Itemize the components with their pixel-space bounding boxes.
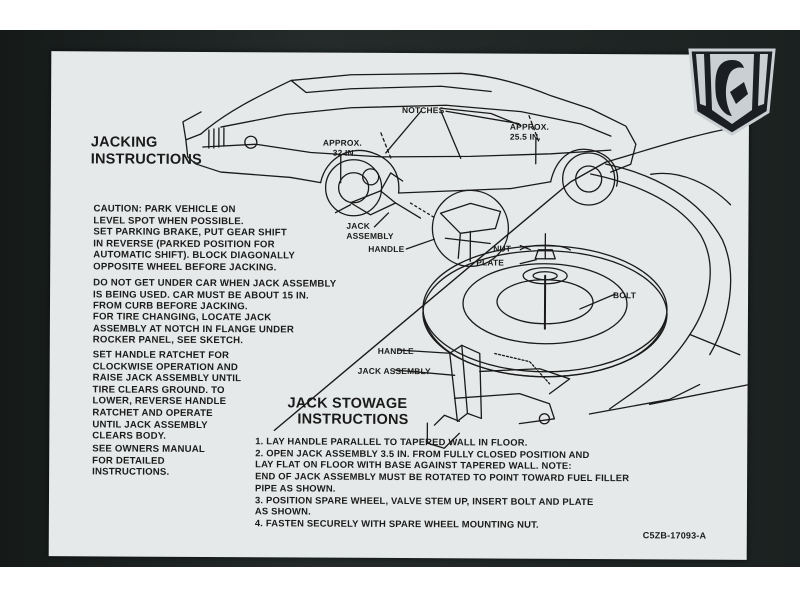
- jacking-text-line: SET PARKING BRAKE, PUT GEAR SHIFT: [93, 226, 287, 239]
- label-car-jack-2: ASSEMBLY: [346, 230, 394, 241]
- jacking-text-line: CAUTION: PARK VEHICLE ON: [93, 203, 236, 216]
- line-drawing: [182, 72, 750, 449]
- label-stow-handle: HANDLE: [377, 345, 414, 357]
- jacking-title-line2: INSTRUCTIONS: [90, 151, 202, 168]
- jacking-text-line: RATCHET AND OPERATE: [92, 407, 213, 420]
- label-car-handle: HANDLE: [368, 243, 405, 255]
- jacking-text-line: FOR TIRE CHANGING, LOCATE JACK: [92, 311, 272, 324]
- trunk-sketch: [588, 163, 749, 415]
- label-approx-front-1: APPROX.: [322, 137, 362, 148]
- jack-under-car: [334, 168, 422, 219]
- label-bolt: BOLT: [613, 290, 637, 301]
- jacking-text-line: RAISE JACK ASSEMBLY UNTIL: [92, 372, 242, 385]
- stowed-jack-sketch: [426, 344, 571, 449]
- jacking-text-line: OPPOSITE WHEEL BEFORE JACKING.: [93, 261, 277, 274]
- jacking-text-line: ASSEMBLY AT NOTCH IN FLANGE UNDER: [92, 322, 295, 336]
- jacking-text-line: IN REVERSE (PARKED POSITION FOR: [93, 238, 275, 251]
- jacking-text-line: INSTRUCTIONS.: [92, 466, 170, 478]
- jacking-text-line: LOWER, REVERSE HANDLE: [92, 395, 227, 408]
- jacking-text-line: AUTOMATIC SHIFT). BLOCK DIAGONALLY: [93, 249, 295, 262]
- notch-detail-sketch: [409, 189, 510, 268]
- label-approx-rear-2: 25.5 IN.: [509, 131, 541, 142]
- jacking-text-line: SET HANDLE RATCHET FOR: [92, 349, 230, 362]
- stowage-steps: 1. LAY HANDLE PARALLEL TO TAPERED WALL I…: [255, 435, 630, 531]
- jacking-text-line: LEVEL SPOT WHEN POSSIBLE.: [93, 214, 244, 227]
- label-notches: NOTCHES: [401, 105, 445, 116]
- part-number: C5ZB-17093-A: [642, 530, 707, 541]
- label-nut: NUT: [493, 243, 512, 254]
- jacking-instructions-decal: JACKING INSTRUCTIONS CAUTION: PARK VEHIC…: [48, 51, 750, 560]
- spare-wheel-sketch: [422, 233, 668, 378]
- stowage-title-line2: INSTRUCTIONS: [297, 411, 409, 429]
- stowage-title-line1: JACK STOWAGE: [287, 395, 408, 413]
- label-approx-rear-1: APPROX.: [509, 121, 550, 132]
- dealer-logo: [688, 48, 776, 136]
- jacking-text-line: CLEARS BODY.: [92, 430, 167, 442]
- label-car-jack-1: JACK: [346, 220, 371, 231]
- jacking-title-line1: JACKING: [90, 134, 158, 151]
- label-plate: PLATE: [476, 257, 505, 268]
- label-approx-front-2: 32 IN.: [332, 147, 357, 158]
- jacking-text-line: TIRE CLEARS GROUND. TO: [92, 384, 225, 396]
- jacking-text-line: FOR DETAILED: [92, 454, 165, 467]
- stowage-step-line: 4. FASTEN SECURELY WITH SPARE WHEEL MOUN…: [254, 517, 539, 530]
- car-sketch: [182, 72, 637, 217]
- jacking-text-line: ROCKER PANEL, SEE SKETCH.: [92, 334, 244, 347]
- label-stow-jack: JACK ASSEMBLY: [357, 365, 431, 377]
- jacking-text-line: SEE OWNERS MANUAL: [92, 443, 205, 455]
- jacking-text-line: CLOCKWISE OPERATION AND: [92, 360, 239, 373]
- jacking-text-line: UNTIL JACK ASSEMBLY: [92, 418, 208, 431]
